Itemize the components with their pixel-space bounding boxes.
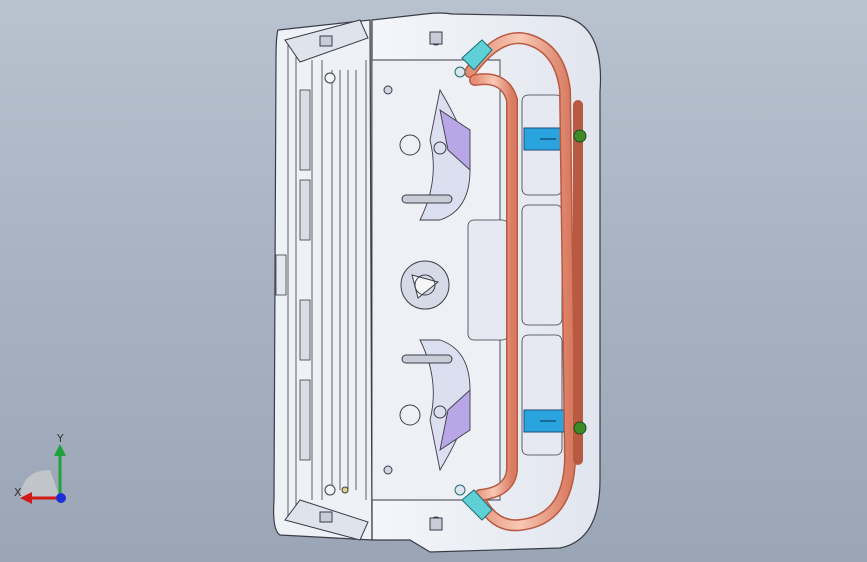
green-mounts: [573, 129, 587, 435]
y-axis-arrowhead: [54, 444, 66, 456]
pipe-fittings: [454, 39, 493, 521]
top-small-blocks: [319, 31, 443, 531]
coordinate-triad: Y X: [14, 432, 66, 504]
hole-features: [383, 34, 453, 528]
x-axis-arrowhead: [20, 492, 32, 504]
left-slide-rails: [275, 45, 367, 520]
cooling-pipes: [464, 32, 583, 532]
center-hub: [400, 260, 450, 310]
y-axis-label: Y: [56, 432, 64, 445]
triad-plane-shading: [20, 470, 60, 498]
x-axis-label: X: [14, 486, 22, 499]
z-axis-dot: [56, 493, 66, 503]
